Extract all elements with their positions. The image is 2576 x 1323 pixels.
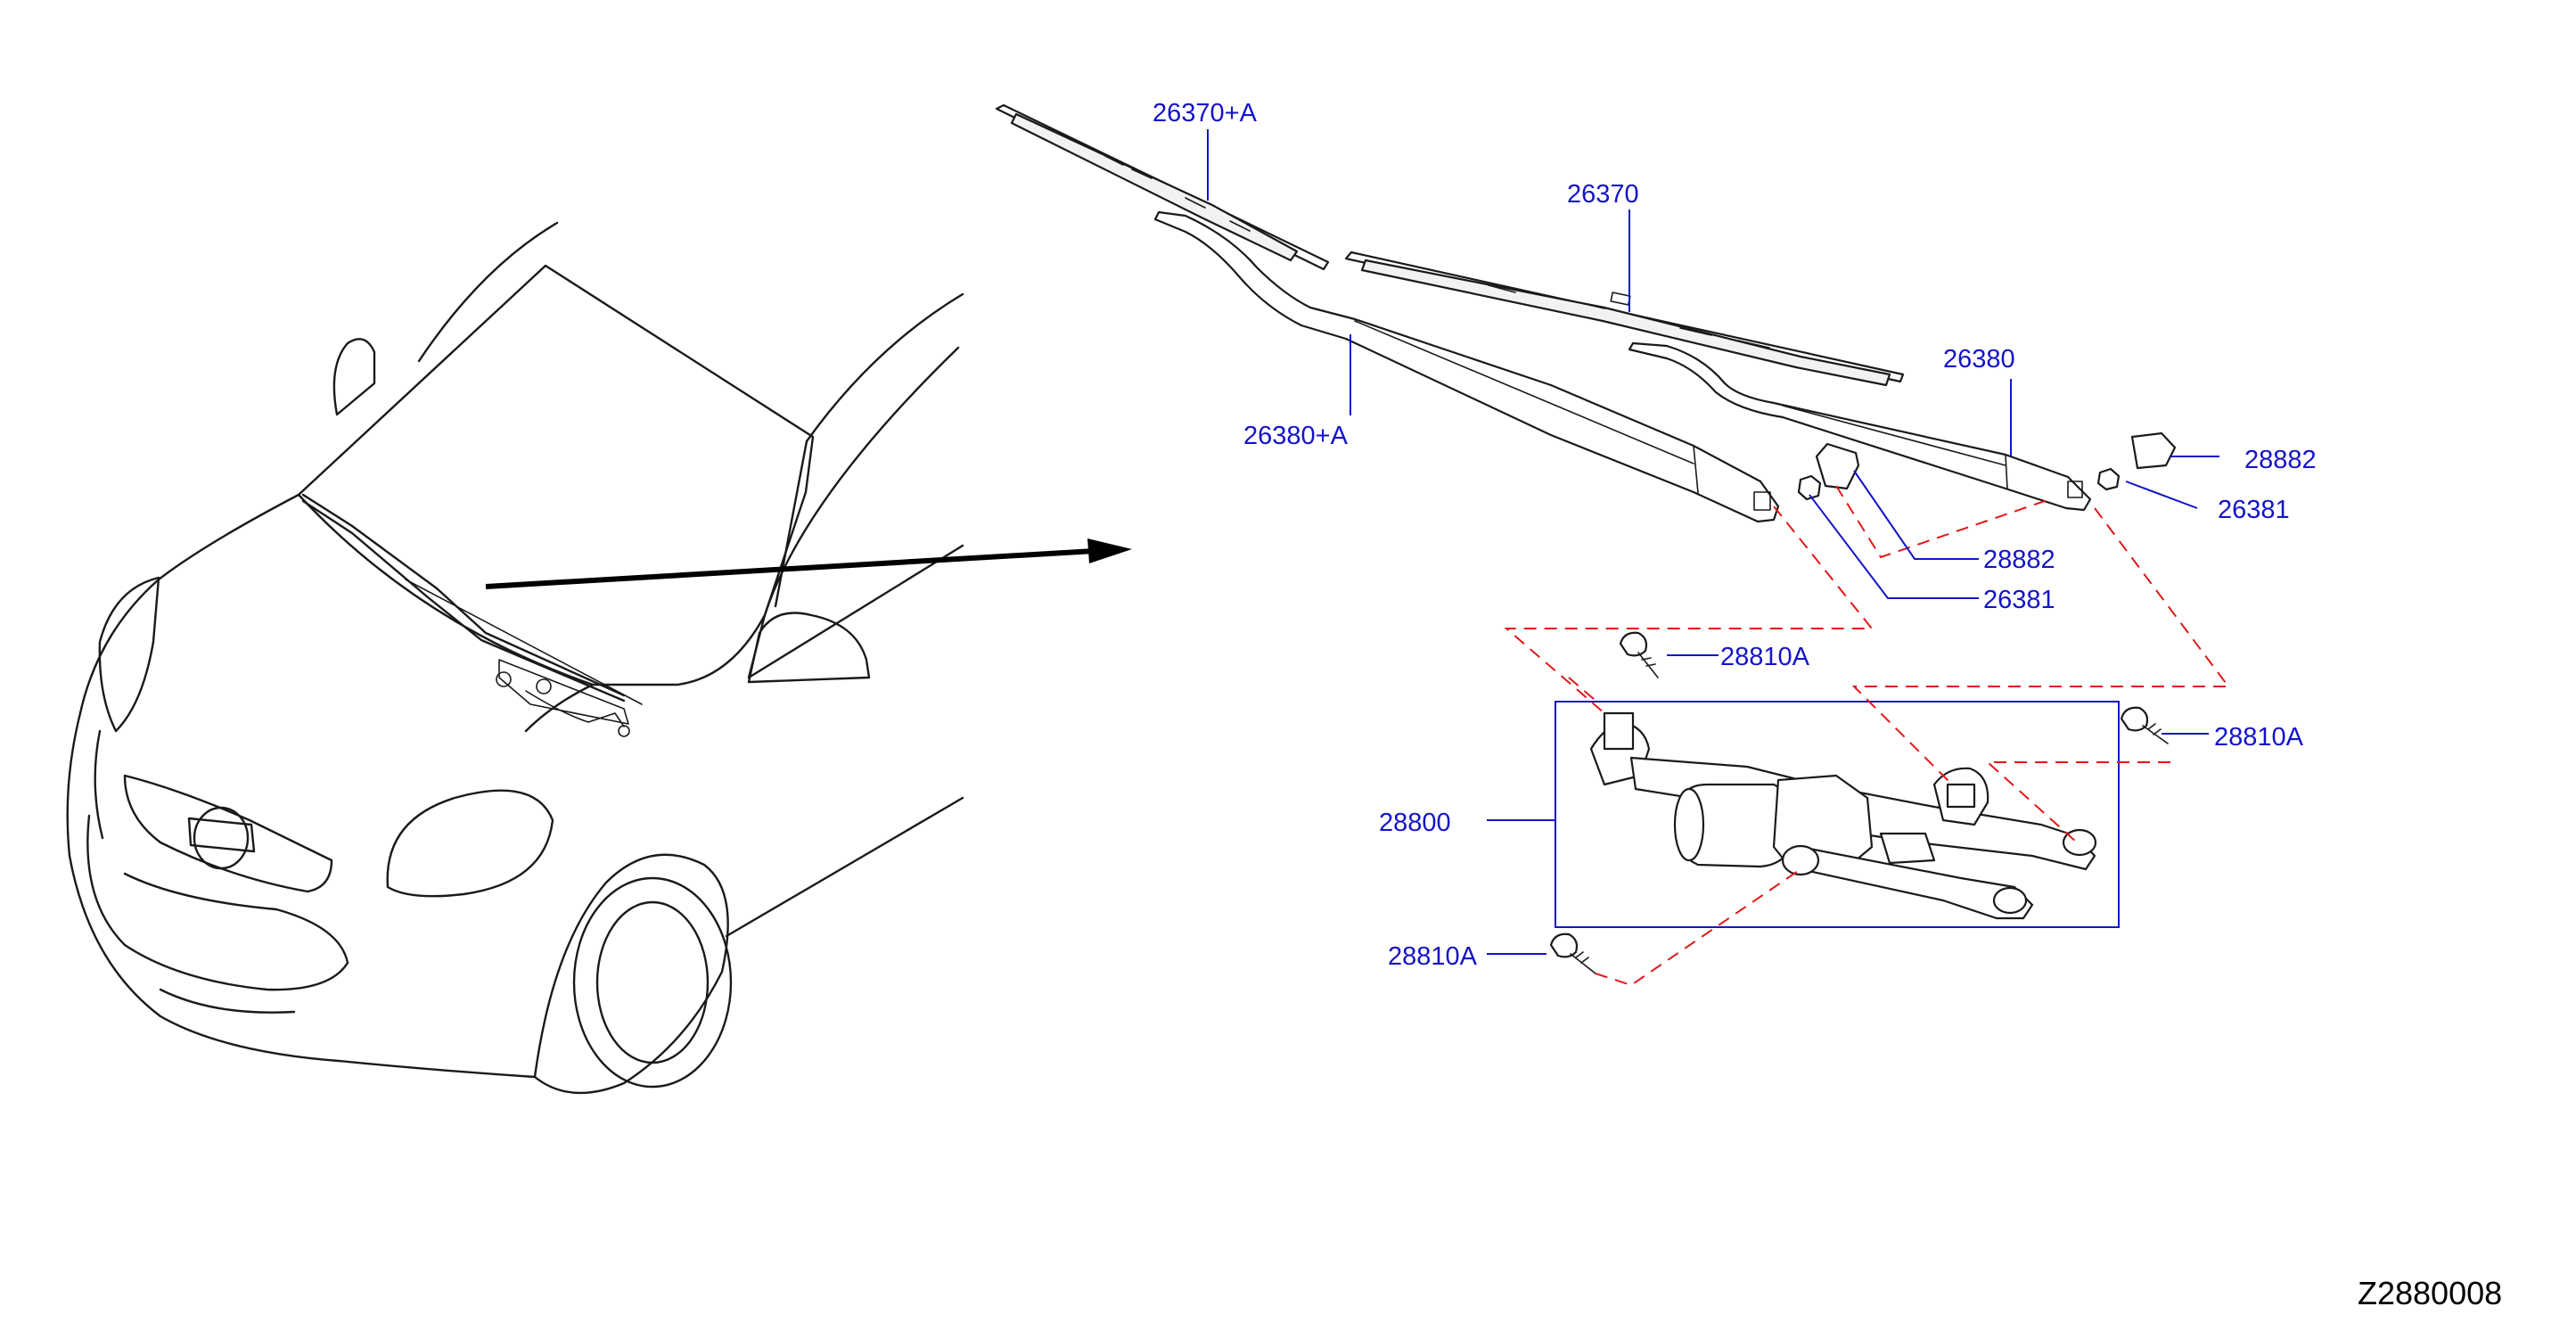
bolt-28810a-top — [1619, 631, 1659, 678]
bolt-28810a-right — [2120, 706, 2169, 744]
wiper-arm-26380a — [1153, 210, 1780, 523]
wiper-motor-linkage-28800 — [1555, 701, 2120, 928]
callout-28882-left: 28882 — [1983, 546, 2055, 574]
callout-28800: 28800 — [1379, 809, 1451, 837]
callout-26370: 26370 — [1567, 180, 1639, 209]
callout-26381-right: 26381 — [2218, 496, 2290, 524]
diagram-code: Z2880008 — [2358, 1275, 2502, 1311]
nut-26381-left — [1797, 474, 1822, 501]
cap-28882-left — [1815, 442, 1860, 490]
leader-lines — [1207, 129, 2219, 955]
bolt-28810a-bottom — [1549, 933, 1596, 974]
nut-26381-right — [2096, 467, 2121, 491]
wiper-blade-26370 — [1344, 251, 1905, 387]
wiper-arm-26380 — [1628, 341, 2092, 512]
callouts: 26370+A 26370 26380+A 26380 28882 26381 … — [1153, 99, 2317, 971]
callout-26380a: 26380+A — [1243, 422, 1349, 450]
callout-28882-right: 28882 — [2244, 446, 2317, 474]
callout-26381-left: 26381 — [1983, 586, 2055, 614]
assembly-dashes — [1504, 485, 2230, 987]
callout-26380: 26380 — [1943, 345, 2015, 374]
callout-28810a-top: 28810A — [1720, 643, 1810, 671]
callout-28810a-bottom: 28810A — [1388, 942, 1478, 971]
cap-28882-right — [2130, 431, 2177, 470]
car-illustration — [66, 221, 1132, 1095]
wiper-blade-26370a — [995, 103, 1330, 271]
callout-26370a: 26370+A — [1153, 99, 1258, 127]
callout-28810a-right: 28810A — [2214, 723, 2304, 752]
